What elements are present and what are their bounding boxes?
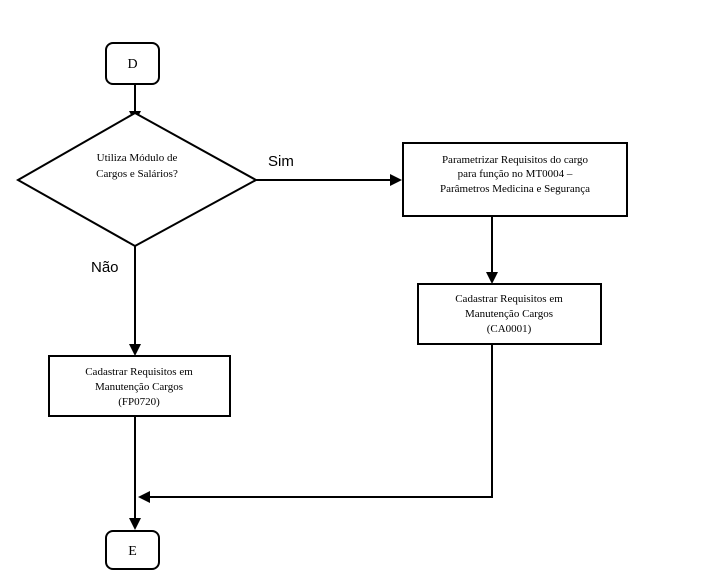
edges: [129, 84, 498, 530]
decision-diamond: Utiliza Módulo de Cargos e Salários?: [15, 111, 259, 248]
arrowhead-parametrizar-to-cadastrar-ca: [486, 272, 498, 284]
process-parametrizar-line-3: Parâmetros Medicina e Segurança: [440, 183, 590, 195]
process-parametrizar: Parametrizar Requisitos do cargo para fu…: [402, 142, 628, 217]
process-parametrizar-line-1: Parametrizar Requisitos do cargo: [442, 154, 589, 166]
process-cadastrar-ca: Cadastrar Requisitos em Manutenção Cargo…: [417, 283, 602, 345]
end-terminator-label: E: [128, 544, 137, 559]
end-terminator: E: [105, 530, 160, 570]
start-terminator-label: D: [127, 57, 137, 72]
process-cadastrar-fp: Cadastrar Requisitos em Manutenção Cargo…: [48, 355, 231, 417]
decision-no-label: Não: [91, 259, 119, 276]
process-cadastrar-fp-line-1: Cadastrar Requisitos em: [85, 366, 193, 378]
process-cadastrar-fp-line-2: Manutenção Cargos: [95, 381, 183, 393]
process-parametrizar-line-2: para função no MT0004 –: [458, 168, 573, 180]
decision-line-2: Cargos e Salários?: [96, 168, 178, 180]
process-cadastrar-ca-line-2: Manutenção Cargos: [465, 308, 553, 320]
process-cadastrar-ca-line-3: (CA0001): [487, 323, 532, 335]
start-terminator: D: [105, 42, 160, 85]
decision-line-1: Utiliza Módulo de: [97, 152, 178, 164]
arrowhead-cadastrar-ca-to-merge: [138, 491, 150, 503]
arrowhead-cadastrar-fp-to-end: [129, 518, 141, 530]
decision-yes-label: Sim: [268, 153, 294, 170]
process-cadastrar-ca-line-1: Cadastrar Requisitos em: [455, 293, 563, 305]
edge-cadastrar-ca-to-merge: [148, 344, 493, 498]
process-cadastrar-fp-line-3: (FP0720): [118, 396, 160, 408]
arrowhead-decision-to-parametrizar: [390, 174, 402, 186]
arrowhead-decision-to-cadastrar-fp: [129, 344, 141, 356]
